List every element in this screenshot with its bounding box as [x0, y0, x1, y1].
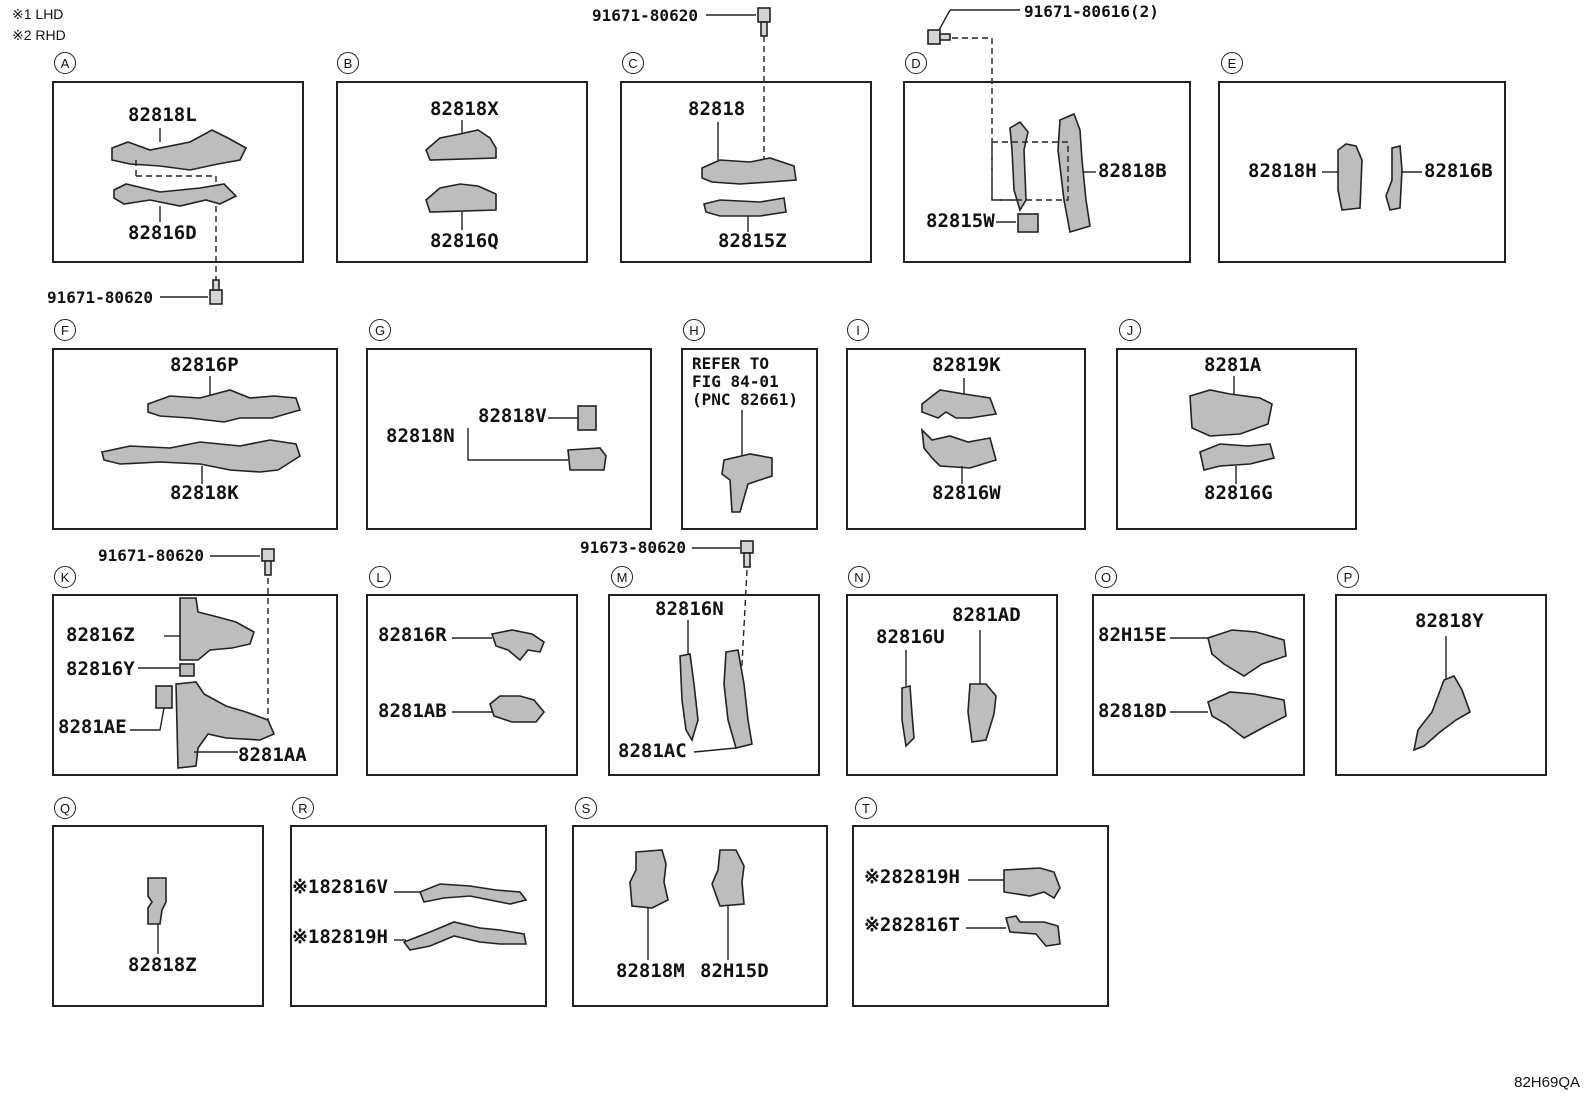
part-label-82818[interactable]: 82818 — [688, 98, 746, 120]
part-label-82h15e[interactable]: 82H15E — [1098, 624, 1167, 646]
part-label-82819h-rhd[interactable]: ※282819H — [864, 866, 960, 888]
part-label-82816z[interactable]: 82816Z — [66, 624, 135, 646]
part-label-82816b[interactable]: 82816B — [1424, 160, 1493, 182]
panel-letter-m: M — [611, 566, 633, 588]
panel-letter-b: B — [337, 52, 359, 74]
part-label-82815z[interactable]: 82815Z — [718, 230, 787, 252]
legend-lhd: ※1 LHD — [12, 6, 64, 22]
part-label-82816w[interactable]: 82816W — [932, 482, 1001, 504]
panel-letter-n: N — [848, 566, 870, 588]
panel-letter-d: D — [905, 52, 927, 74]
panel-s[interactable] — [572, 825, 828, 1007]
panel-letter-i: I — [847, 319, 869, 341]
bolt-icon-m[interactable] — [692, 540, 754, 568]
part-label-82818b[interactable]: 82818B — [1098, 160, 1167, 182]
part-label-82818h[interactable]: 82818H — [1248, 160, 1317, 182]
part-label-8281aa[interactable]: 8281AA — [238, 744, 307, 766]
panel-letter-l: L — [369, 566, 391, 588]
part-label-82818v[interactable]: 82818V — [478, 405, 547, 427]
part-label-82818m[interactable]: 82818M — [616, 960, 685, 982]
panel-a[interactable] — [52, 81, 304, 263]
bolt-icon-top-d[interactable] — [927, 9, 1020, 45]
part-label-8281ae[interactable]: 8281AE — [58, 716, 127, 738]
panel-letter-q: Q — [54, 797, 76, 819]
panel-p[interactable] — [1335, 594, 1547, 776]
part-label-82816g[interactable]: 82816G — [1204, 482, 1273, 504]
refer-line-2: FIG 84-01 — [692, 372, 779, 391]
fastener-label-m[interactable]: 91673-80620 — [580, 538, 686, 557]
panel-letter-t: T — [855, 797, 877, 819]
part-label-8281ac[interactable]: 8281AC — [618, 740, 687, 762]
refer-line-1: REFER TO — [692, 354, 770, 373]
part-label-82818n[interactable]: 82818N — [386, 425, 455, 447]
part-label-82816u[interactable]: 82816U — [876, 626, 945, 648]
panel-letter-o: O — [1095, 566, 1117, 588]
panel-f[interactable] — [52, 348, 338, 530]
panel-i[interactable] — [846, 348, 1086, 530]
part-label-82818k[interactable]: 82818K — [170, 482, 239, 504]
panel-o[interactable] — [1092, 594, 1305, 776]
part-label-82816r[interactable]: 82816R — [378, 624, 447, 646]
fastener-label-k[interactable]: 91671-80620 — [98, 546, 204, 565]
panel-letter-p: P — [1337, 566, 1359, 588]
panel-n[interactable] — [846, 594, 1058, 776]
panel-letter-s: S — [575, 797, 597, 819]
panel-letter-f: F — [54, 319, 76, 341]
panel-letter-k: K — [54, 566, 76, 588]
panel-t[interactable] — [852, 825, 1109, 1007]
panel-l[interactable] — [366, 594, 578, 776]
panel-letter-j: J — [1119, 319, 1141, 341]
panel-e[interactable] — [1218, 81, 1506, 263]
figure-code: 82H69QA — [1514, 1074, 1580, 1091]
panel-letter-c: C — [622, 52, 644, 74]
panel-b[interactable] — [336, 81, 588, 263]
bolt-icon-below-a[interactable] — [160, 279, 223, 305]
part-label-8281a[interactable]: 8281A — [1204, 354, 1262, 376]
panel-letter-h: H — [683, 319, 705, 341]
part-label-82818z[interactable]: 82818Z — [128, 954, 197, 976]
part-label-82818l[interactable]: 82818L — [128, 104, 197, 126]
part-label-82816v-lhd[interactable]: ※182816V — [292, 876, 388, 898]
part-label-82819h-lhd[interactable]: ※182819H — [292, 926, 388, 948]
fastener-label-top-d[interactable]: 91671-80616(2) — [1024, 2, 1159, 21]
panel-j[interactable] — [1116, 348, 1357, 530]
fastener-label-below-a[interactable]: 91671-80620 — [47, 288, 153, 307]
part-label-8281ad[interactable]: 8281AD — [952, 604, 1021, 626]
part-label-82816y[interactable]: 82816Y — [66, 658, 135, 680]
part-label-82818x[interactable]: 82818X — [430, 98, 499, 120]
panel-letter-g: G — [369, 319, 391, 341]
part-label-82816q[interactable]: 82816Q — [430, 230, 499, 252]
bolt-icon-k[interactable] — [210, 548, 275, 576]
panel-letter-a: A — [54, 52, 76, 74]
part-label-82819k[interactable]: 82819K — [932, 354, 1001, 376]
part-label-82818d[interactable]: 82818D — [1098, 700, 1167, 722]
part-label-82816p[interactable]: 82816P — [170, 354, 239, 376]
part-label-8281ab[interactable]: 8281AB — [378, 700, 447, 722]
part-label-82818y[interactable]: 82818Y — [1415, 610, 1484, 632]
panel-h[interactable] — [681, 348, 818, 530]
panel-d[interactable] — [903, 81, 1191, 263]
bolt-icon-top-c[interactable] — [706, 7, 771, 37]
panel-letter-e: E — [1221, 52, 1243, 74]
refer-line-3: (PNC 82661) — [692, 390, 798, 409]
panel-m[interactable] — [608, 594, 820, 776]
part-label-82816t-rhd[interactable]: ※282816T — [864, 914, 960, 936]
fastener-label-top-c[interactable]: 91671-80620 — [592, 6, 698, 25]
panel-g[interactable] — [366, 348, 652, 530]
panel-r[interactable] — [290, 825, 547, 1007]
part-label-82816d[interactable]: 82816D — [128, 222, 197, 244]
panel-letter-r: R — [292, 797, 314, 819]
legend-rhd: ※2 RHD — [12, 27, 66, 43]
part-label-82815w[interactable]: 82815W — [926, 210, 995, 232]
part-label-82h15d[interactable]: 82H15D — [700, 960, 769, 982]
part-label-82816n[interactable]: 82816N — [655, 598, 724, 620]
